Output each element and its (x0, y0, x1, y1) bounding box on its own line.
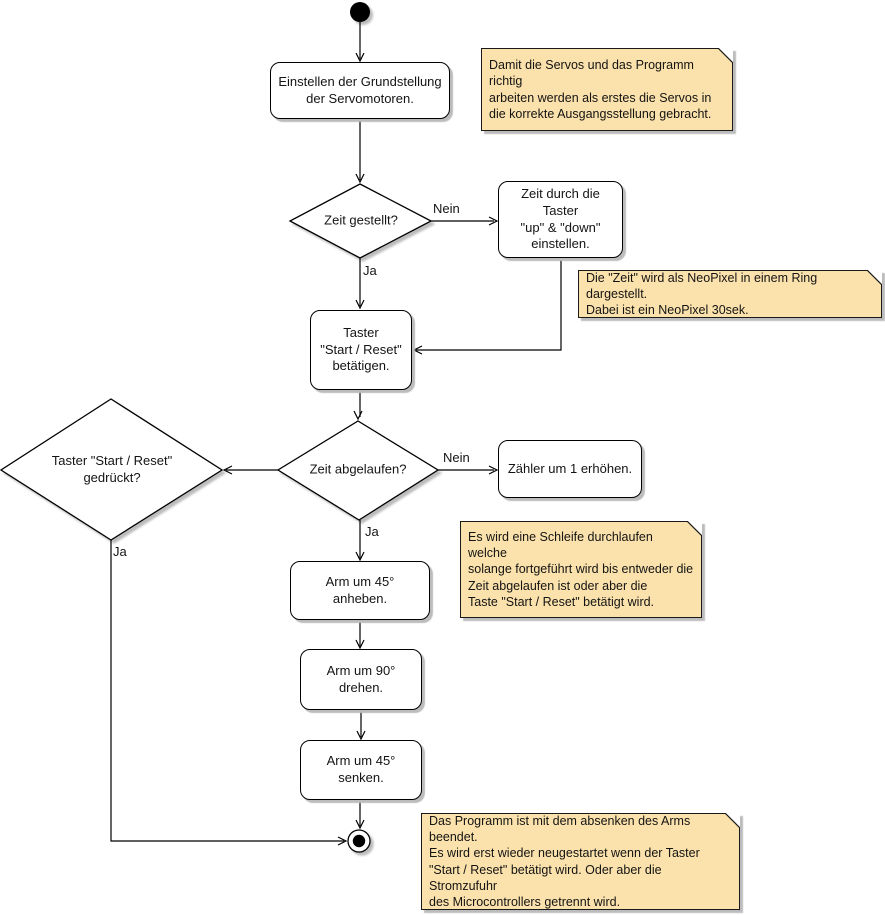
action-grundstellung-label: Einstellen der Grundstellung der Servomo… (278, 73, 442, 106)
edge-nein-to-zeiteinstellen-arrow (488, 216, 499, 226)
note-fold-icon (867, 270, 882, 285)
note-schleife: Es wird eine Schleife durchlaufen welche… (460, 521, 702, 618)
action-arm-drehen: Arm um 90° drehen. (300, 649, 422, 710)
edge-label-ja-1: Ja (363, 263, 377, 278)
note-fold-icon (687, 521, 702, 536)
edge-nein-to-zaehler-arrow (488, 465, 499, 475)
action-taster-betaetigen: Taster "Start / Reset" betätigen. (310, 310, 412, 390)
decision-zeit-abgelaufen-label: Zeit abgelaufen? (309, 461, 407, 477)
decision-zeit-gestellt-label: Zeit gestellt? (324, 212, 398, 228)
action-zaehler: Zähler um 1 erhöhen. (498, 440, 642, 498)
edge-label-nein-1: Nein (433, 201, 460, 216)
edge-start-to-grundstellung-arrow (355, 52, 365, 63)
action-taster-betaetigen-label: Taster "Start / Reset" betätigen. (320, 325, 402, 374)
note-programm-ende: Das Programm ist mit dem absenken des Ar… (421, 813, 740, 910)
edge-grundstellung-to-zeitgestellt-arrow (355, 173, 365, 184)
edge-ja-to-armanheben-arrow (355, 551, 365, 562)
edge-armsenken-to-end-arrow (355, 819, 365, 830)
note-neopixel-text: Die "Zeit" wird als NeoPixel in einem Ri… (586, 270, 818, 318)
action-arm-senken-label: Arm um 45° senken. (326, 753, 396, 785)
decision-taster-gedrueckt-label: Taster "Start / Reset" gedrückt? (51, 453, 173, 485)
note-schleife-text: Es wird eine Schleife durchlaufen welche… (468, 529, 694, 609)
note-neopixel: Die "Zeit" wird als NeoPixel in einem Ri… (578, 270, 882, 318)
action-grundstellung: Einstellen der Grundstellung der Servomo… (270, 62, 450, 119)
note-servos-text: Damit die Servos und das Programm richti… (489, 58, 712, 121)
start-node (350, 2, 370, 22)
edge-armanheben-to-armdrehen-arrow (355, 639, 365, 650)
edge-label-ja-2: Ja (365, 524, 379, 539)
action-zeit-einstellen: Zeit durch die Taster "up" & "down" eins… (498, 181, 623, 258)
edge-armdrehen-to-armsenken-arrow (356, 730, 366, 741)
edge-label-ja-3: Ja (113, 544, 127, 559)
edge-tastergedrueckt-to-end-arrow (337, 836, 348, 846)
note-fold-icon (718, 48, 733, 63)
note-programm-ende-text: Das Programm ist mit dem absenken des Ar… (429, 813, 700, 909)
edge-tastergedrueckt-to-end (110, 540, 344, 842)
note-fold-icon (725, 813, 740, 828)
edge-label-nein-2: Nein (443, 450, 470, 465)
edge-ja-to-taster-arrow (355, 299, 365, 310)
action-arm-anheben: Arm um 45° anheben. (290, 561, 430, 620)
action-arm-anheben-label: Arm um 45° anheben. (325, 573, 395, 606)
note-servos: Damit die Servos und das Programm richti… (481, 48, 733, 131)
edge-taster-to-zeitabgelaufen-arrow (353, 410, 363, 421)
edge-zeitabgelaufen-to-tastergedrueckt-arrow (222, 465, 233, 475)
end-node-inner (352, 834, 366, 848)
edge-zeiteinstellen-to-taster (416, 258, 562, 351)
action-arm-drehen-label: Arm um 90° drehen. (326, 662, 396, 695)
action-zaehler-label: Zähler um 1 erhöhen. (507, 460, 633, 476)
action-arm-senken: Arm um 45° senken. (300, 740, 422, 800)
edge-zeiteinstellen-to-taster-arrow (412, 345, 423, 355)
decision-zeit-abgelaufen (276, 420, 440, 521)
action-zeit-einstellen-label: Zeit durch die Taster "up" & "down" eins… (520, 186, 601, 252)
